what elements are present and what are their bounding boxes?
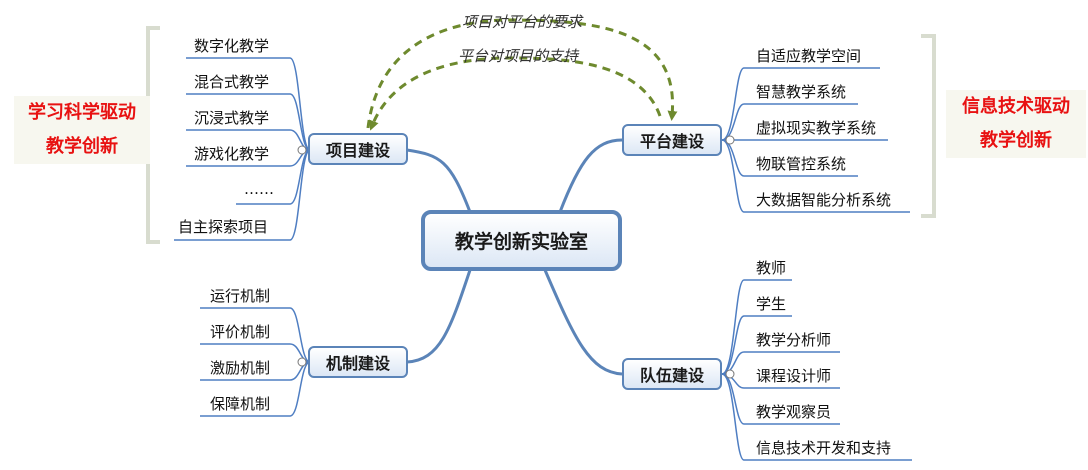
team-leaf-it-support[interactable]: 信息技术开发和支持	[756, 439, 892, 457]
arrow-project-to-platform	[366, 18, 678, 129]
side-label-left-line1: 学习科学驱动	[28, 102, 136, 123]
branch-node-project[interactable]: 项目建设	[308, 133, 408, 165]
platform-collapse-toggle	[725, 135, 735, 145]
right-bracket	[921, 34, 936, 218]
mechanism-leaf-incentive[interactable]: 激励机制	[210, 359, 271, 377]
project-leaf-digital[interactable]: 数字化教学	[194, 37, 270, 55]
relation-arrows	[366, 18, 678, 131]
platform-leaf-adaptive-space[interactable]: 自适应教学空间	[756, 47, 862, 65]
side-label-right: 信息技术驱动 教学创新	[946, 90, 1086, 158]
center-node[interactable]: 教学创新实验室	[421, 210, 622, 271]
project-leaf-ellipsis[interactable]: ……	[244, 180, 274, 198]
center-connectors	[406, 138, 623, 376]
platform-leaf-big-data[interactable]: 大数据智能分析系统	[756, 191, 892, 209]
mechanism-leaf-connectors	[200, 307, 311, 417]
mechanism-leaf-guarantee[interactable]: 保障机制	[210, 395, 271, 413]
team-leaf-course-designer[interactable]: 课程设计师	[756, 367, 832, 385]
platform-leaf-connectors	[721, 67, 910, 213]
branch-node-mechanism[interactable]: 机制建设	[308, 346, 408, 378]
relation-label-bottom: 平台对项目的支持	[458, 47, 579, 65]
arrow-platform-to-project	[369, 56, 662, 131]
project-leaf-gamified[interactable]: 游戏化教学	[194, 145, 270, 163]
team-leaf-student[interactable]: 学生	[756, 295, 787, 313]
side-label-right-line1: 信息技术驱动	[962, 96, 1070, 117]
connector-project	[406, 148, 472, 213]
connector-mechanism	[406, 269, 472, 364]
project-leaf-immersive[interactable]: 沉浸式教学	[194, 109, 270, 127]
relation-label-top: 项目对平台的要求	[462, 13, 583, 31]
project-leaf-self-exploration[interactable]: 自主探索项目	[178, 218, 269, 236]
project-collapse-toggle	[297, 145, 307, 155]
platform-leaf-vr-teaching[interactable]: 虚拟现实教学系统	[756, 119, 877, 137]
team-collapse-toggle	[725, 369, 735, 379]
side-label-right-line2: 教学创新	[980, 130, 1052, 151]
side-label-left-line2: 教学创新	[46, 136, 118, 157]
side-label-left: 学习科学驱动 教学创新	[14, 96, 150, 164]
team-leaf-teacher[interactable]: 教师	[756, 259, 787, 277]
mechanism-leaf-operation[interactable]: 运行机制	[210, 287, 271, 305]
project-leaf-blended[interactable]: 混合式教学	[194, 73, 270, 91]
mechanism-leaf-evaluation[interactable]: 评价机制	[210, 323, 271, 341]
project-leaf-connectors	[174, 57, 311, 241]
team-leaf-observer[interactable]: 教学观察员	[756, 403, 832, 421]
team-leaf-analyst[interactable]: 教学分析师	[756, 331, 832, 349]
mechanism-collapse-toggle	[297, 357, 307, 367]
connector-platform	[558, 138, 623, 213]
team-leaf-connectors	[721, 279, 912, 461]
platform-leaf-smart-teaching[interactable]: 智慧教学系统	[756, 83, 847, 101]
platform-leaf-iot-control[interactable]: 物联管控系统	[756, 155, 847, 173]
connector-team	[543, 269, 623, 376]
branch-node-team[interactable]: 队伍建设	[622, 358, 722, 390]
branch-node-platform[interactable]: 平台建设	[622, 124, 722, 156]
